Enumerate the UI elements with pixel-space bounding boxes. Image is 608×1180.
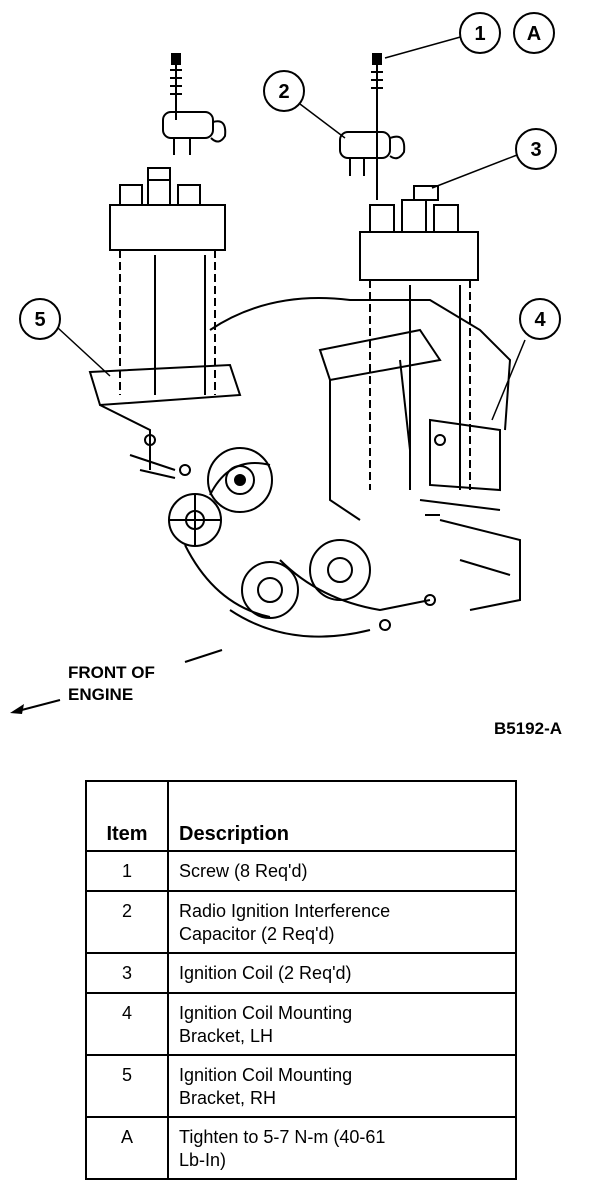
- item-cell: 3: [85, 952, 169, 994]
- table-row: A Tighten to 5-7 N-m (40-61 Lb-In): [85, 1116, 517, 1180]
- svg-text:4: 4: [534, 309, 546, 331]
- description-cell: Tighten to 5-7 N-m (40-61 Lb-In): [167, 1116, 517, 1180]
- callout-5: 5: [19, 298, 61, 340]
- column-header-item: Item: [85, 780, 169, 852]
- table-row: 3 Ignition Coil (2 Req'd): [85, 952, 517, 994]
- svg-text:3: 3: [530, 139, 541, 161]
- svg-text:5: 5: [34, 309, 45, 331]
- description-line: Radio Ignition Interference: [179, 901, 391, 921]
- callout-4: 4: [519, 298, 561, 340]
- lh-mounting-bracket: [419, 418, 501, 511]
- leader-lines: [57, 35, 526, 421]
- description-line: Bracket, LH: [179, 1026, 274, 1046]
- callout-3: 3: [515, 128, 557, 170]
- description-cell: Ignition Coil (2 Req'd): [167, 952, 517, 994]
- description-line: Ignition Coil Mounting: [179, 1065, 353, 1085]
- description-cell: Screw (8 Req'd): [167, 850, 517, 892]
- description-line: Screw (8 Req'd): [179, 861, 308, 881]
- figure-id: B5192-A: [494, 719, 563, 738]
- front-arrow-head: [10, 704, 24, 714]
- item-cell: 1: [85, 850, 169, 892]
- description-line: Ignition Coil Mounting: [179, 1003, 353, 1023]
- description-cell: Ignition Coil Mounting Bracket, RH: [167, 1054, 517, 1118]
- left-capacitor: [162, 111, 227, 155]
- right-ignition-coil: [359, 185, 479, 490]
- table-row: 1 Screw (8 Req'd): [85, 850, 517, 892]
- right-capacitor: [339, 131, 406, 176]
- rh-mounting-bracket: [88, 363, 242, 471]
- svg-text:A: A: [527, 23, 541, 45]
- table-header-row: Item Description: [85, 780, 517, 852]
- description-cell: Radio Ignition Interference Capacitor (2…: [167, 890, 517, 954]
- description-line: Bracket, RH: [179, 1088, 277, 1108]
- right-screw: [371, 53, 383, 200]
- item-cell: 2: [85, 890, 169, 954]
- column-header-description: Description: [167, 780, 517, 852]
- description-line: Lb-In): [179, 1150, 227, 1170]
- front-of-engine-label: FRONT OF ENGINE: [10, 649, 223, 714]
- table-row: 2 Radio Ignition Interference Capacitor …: [85, 890, 517, 954]
- table-row: 4 Ignition Coil Mounting Bracket, LH: [85, 992, 517, 1056]
- description-cell: Ignition Coil Mounting Bracket, LH: [167, 992, 517, 1056]
- parts-table: Item Description 1 Screw (8 Req'd) 2 Rad…: [85, 780, 517, 1180]
- callout-a: A: [513, 12, 555, 54]
- item-cell: A: [85, 1116, 169, 1180]
- svg-text:1: 1: [474, 23, 485, 45]
- left-screw: [170, 53, 182, 120]
- callout-2: 2: [263, 70, 305, 112]
- description-line: Ignition Coil (2 Req'd): [179, 963, 352, 983]
- svg-text:FRONT OF: FRONT OF: [68, 663, 155, 682]
- left-ignition-coil: [109, 167, 226, 395]
- item-cell: 4: [85, 992, 169, 1056]
- hardware: [139, 434, 446, 631]
- svg-text:ENGINE: ENGINE: [68, 685, 133, 704]
- description-line: Capacitor (2 Req'd): [179, 924, 335, 944]
- table-row: 5 Ignition Coil Mounting Bracket, RH: [85, 1054, 517, 1118]
- callout-1: 1: [459, 12, 501, 54]
- svg-text:2: 2: [278, 81, 289, 103]
- item-cell: 5: [85, 1054, 169, 1118]
- pulleys: [168, 447, 371, 619]
- description-line: Tighten to 5-7 N-m (40-61: [179, 1127, 386, 1147]
- engine-ignition-coil-diagram: 1 A 2 3 5 4 FRONT OF ENGINE: [10, 12, 561, 714]
